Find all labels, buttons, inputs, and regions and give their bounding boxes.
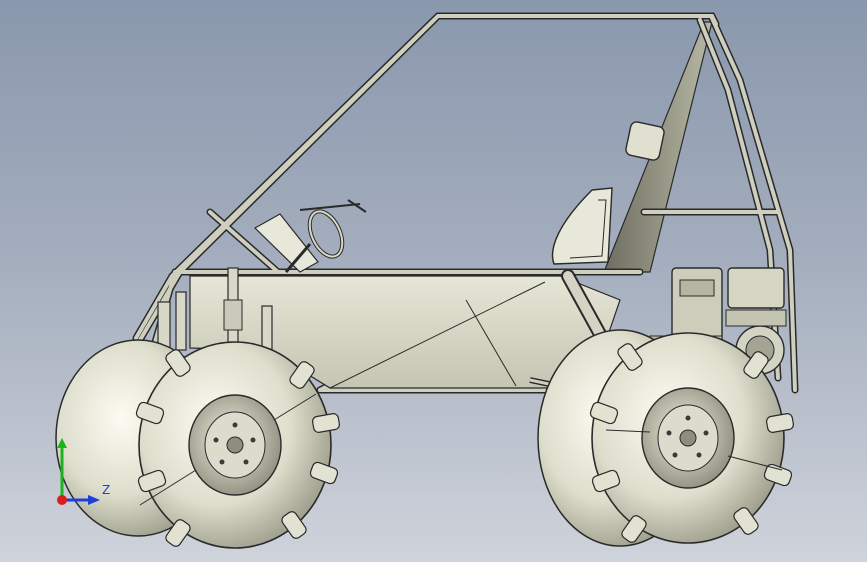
- z-axis-arrow: [88, 495, 100, 505]
- mirror: [625, 121, 665, 161]
- y-axis-arrow: [57, 438, 67, 448]
- front-suspension: [157, 267, 273, 353]
- rear-right-wheel: [589, 332, 794, 544]
- coordinate-triad: Z: [57, 438, 110, 505]
- z-axis-label: Z: [102, 483, 110, 497]
- front-right-wheel: [135, 341, 340, 549]
- x-axis-origin: [57, 495, 67, 505]
- steering-assembly: [254, 199, 367, 273]
- seat: [551, 187, 613, 265]
